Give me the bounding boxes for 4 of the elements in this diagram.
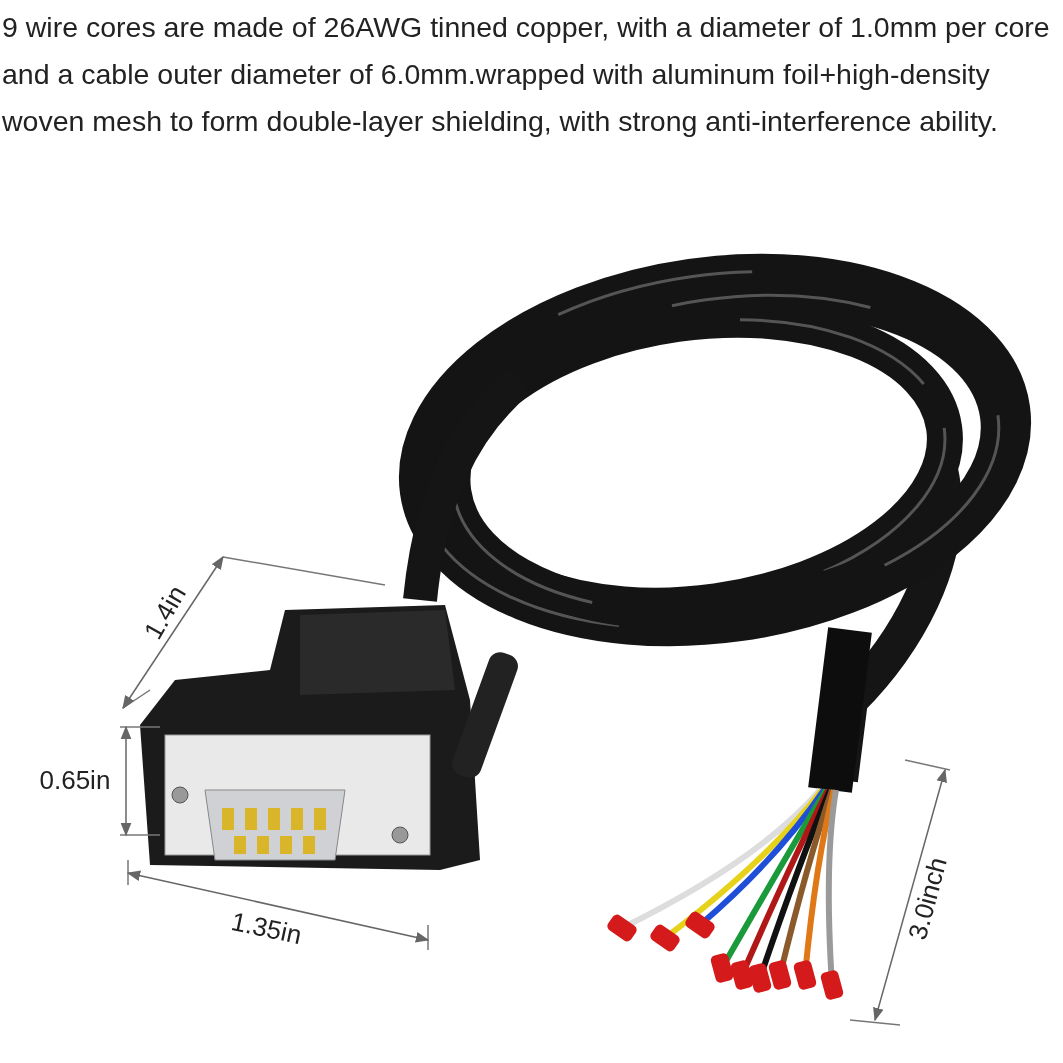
description-text: 9 wire cores are made of 26AWG tinned copper, with a diameter of 1.0mm per core and a cable outer diameter of 6.0mm.wrapped with aluminum foil+high-density woven mesh to form double-layer shielding, with strong anti-interference ability.	[2, 10, 1051, 139]
dimension-label: 0.65in	[39, 764, 111, 796]
dimension-label: 3.0inch	[902, 853, 954, 943]
dimension-label: 1.35in	[228, 905, 304, 951]
